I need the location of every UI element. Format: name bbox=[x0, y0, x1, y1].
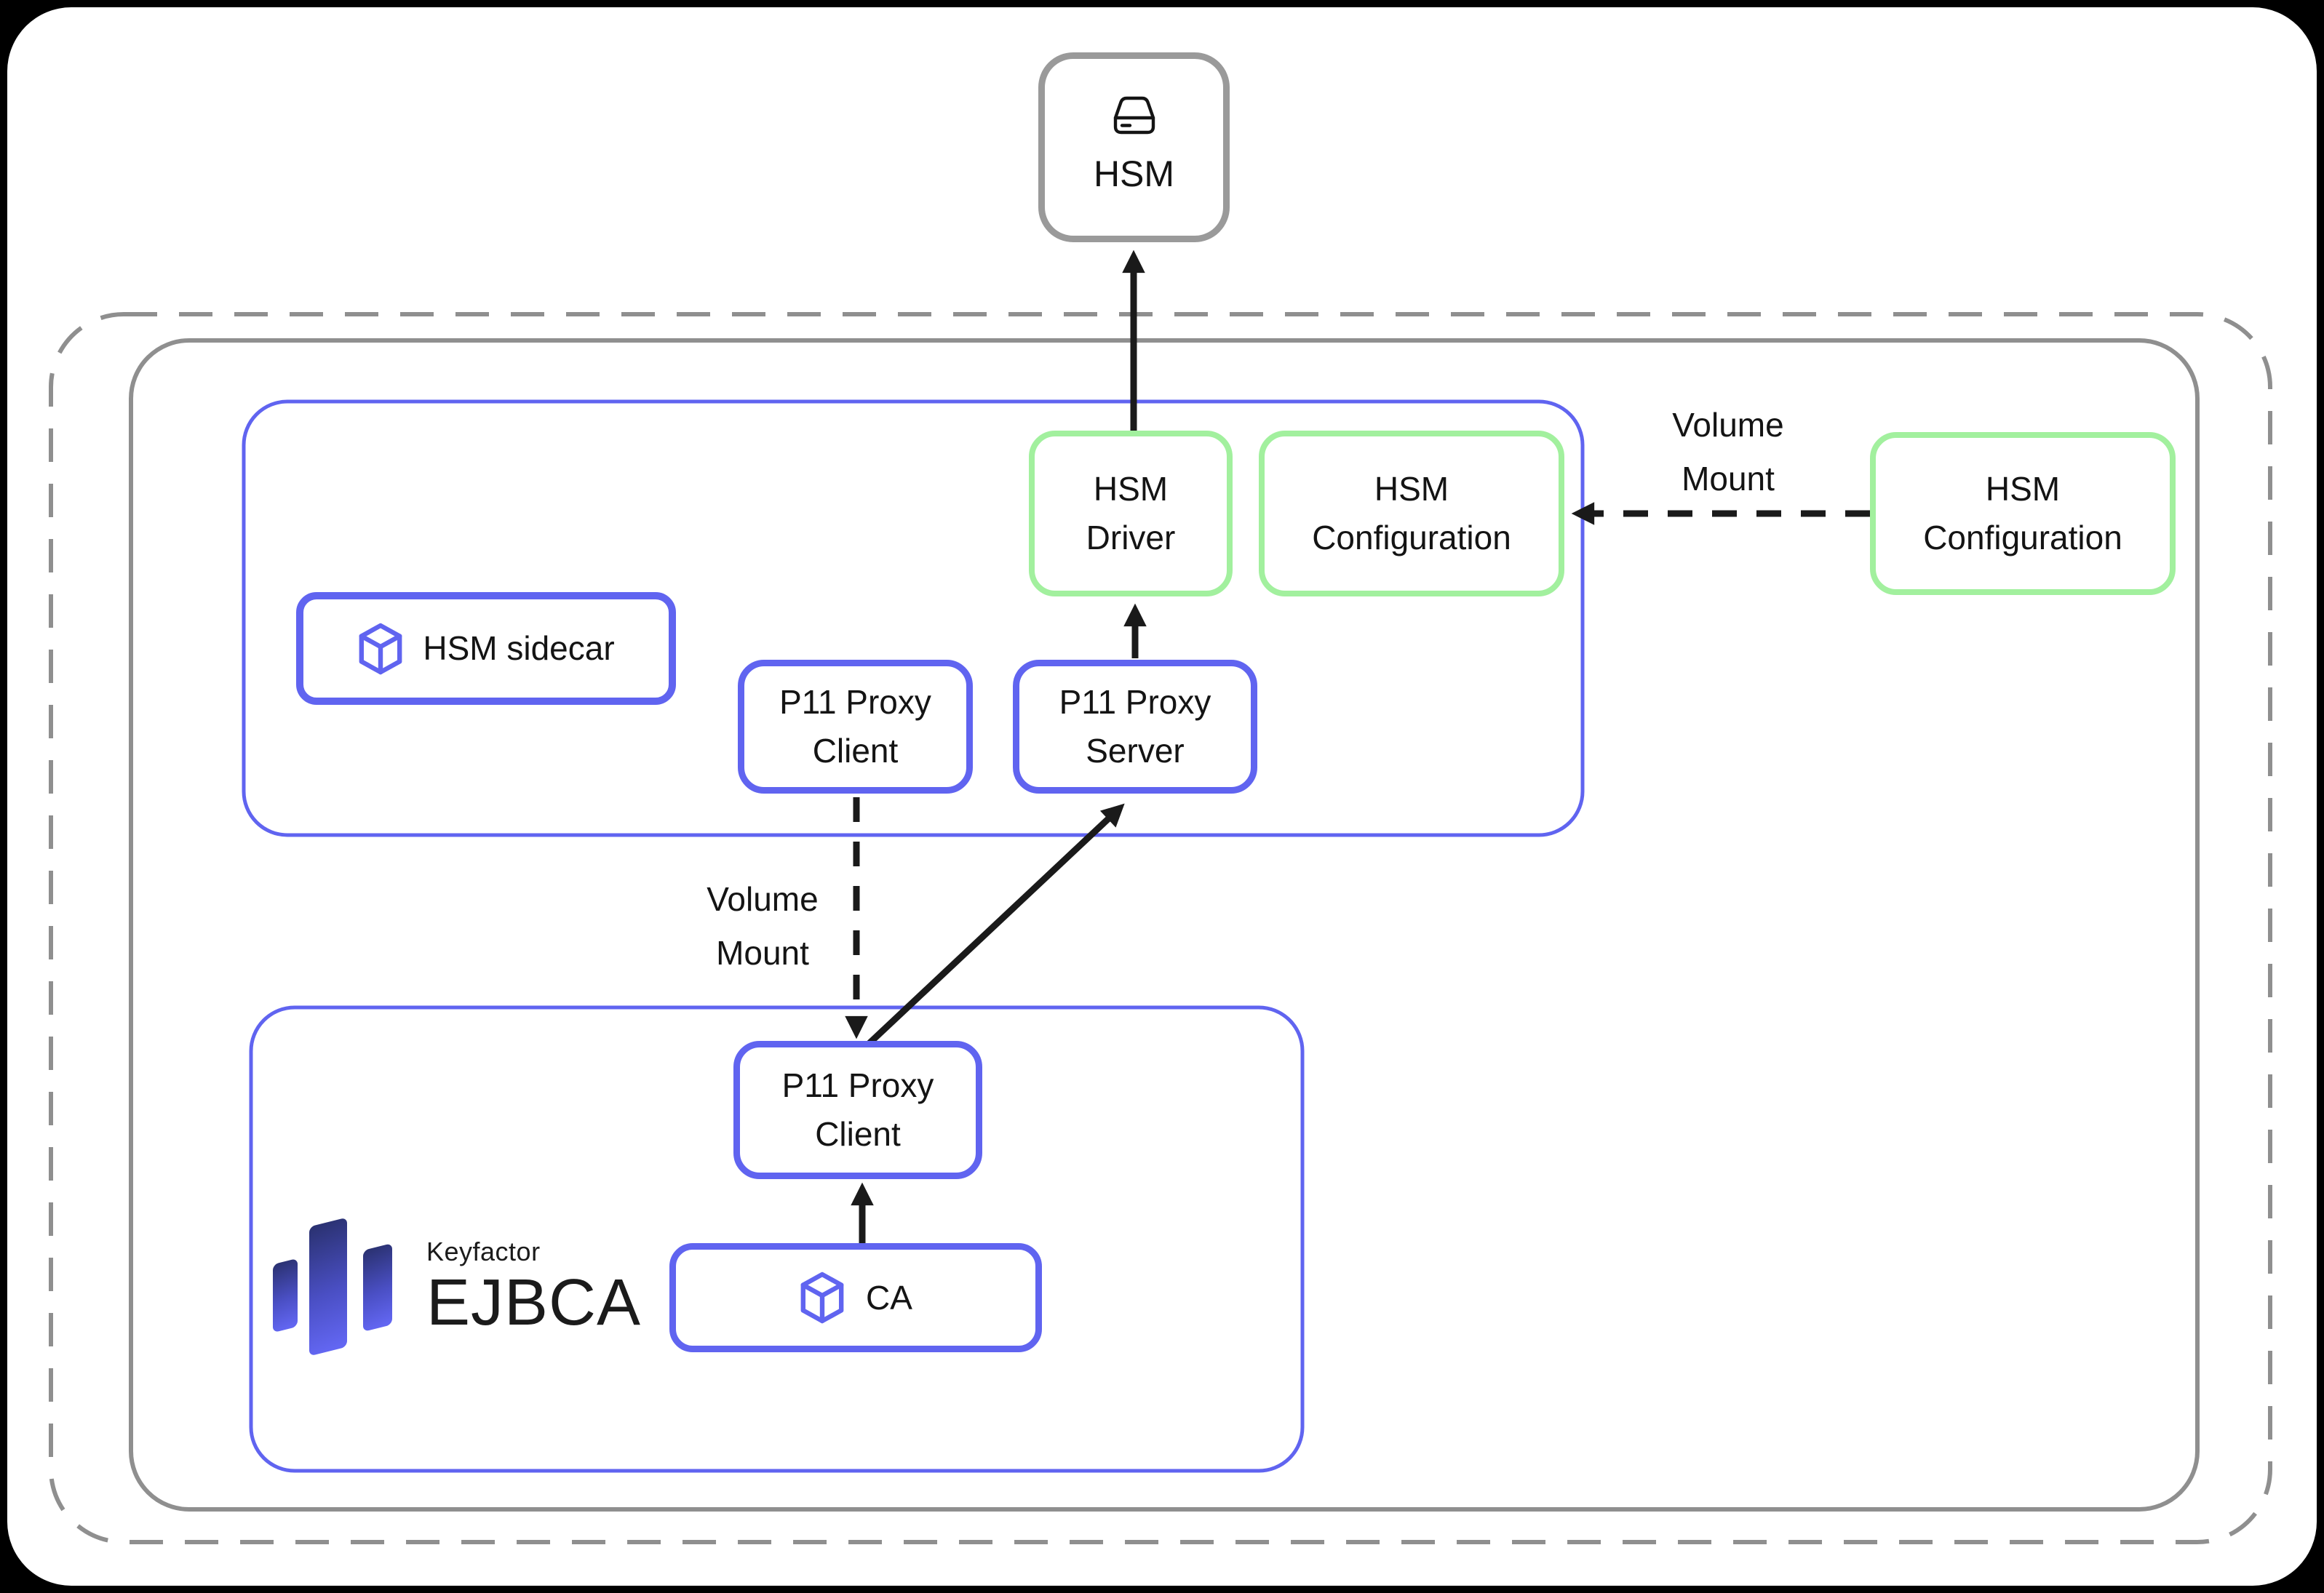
hsm-configuration-sidecar-box: HSM Configuration bbox=[1259, 431, 1564, 596]
cube-icon bbox=[800, 1271, 844, 1324]
hsm-node-label: HSM bbox=[1093, 153, 1175, 195]
logo-bar bbox=[363, 1243, 392, 1332]
volume-mount-label-bottom: Volume Mount bbox=[707, 880, 819, 972]
cluster-dashed-boundary bbox=[49, 312, 2272, 1544]
hsm-sidecar-pod-boundary bbox=[242, 399, 1585, 837]
p11-proxy-client-ejbca-label: P11 Proxy Client bbox=[781, 1066, 934, 1153]
ca-label: CA bbox=[866, 1278, 912, 1317]
p11-proxy-client-sidecar-label: P11 Proxy Client bbox=[779, 683, 931, 770]
volume-mount-label-top: Volume Mount bbox=[1672, 406, 1784, 498]
diagram-background bbox=[7, 7, 2317, 1586]
logo-product-text: EJBCA bbox=[426, 1266, 642, 1339]
node-solid-boundary bbox=[129, 338, 2200, 1512]
hsm-sidecar-label: HSM sidecar bbox=[423, 629, 615, 668]
logo-brand-text: Keyfactor bbox=[426, 1237, 541, 1266]
hsm-driver-label: HSM Driver bbox=[1086, 470, 1176, 556]
hsm-configuration-sidecar-label: HSM Configuration bbox=[1312, 470, 1511, 556]
keyfactor-ejbca-logo: Keyfactor EJBCA bbox=[273, 1216, 641, 1391]
drive-icon bbox=[1113, 97, 1155, 135]
hsm-configuration-external-label: HSM Configuration bbox=[1923, 470, 2122, 556]
logo-bar bbox=[309, 1217, 347, 1357]
p11-proxy-client-ejbca-box: P11 Proxy Client bbox=[733, 1041, 982, 1179]
keyfactor-logo-icon bbox=[273, 1216, 393, 1391]
ca-box: CA bbox=[669, 1243, 1042, 1352]
p11-proxy-client-sidecar-box: P11 Proxy Client bbox=[738, 660, 973, 794]
hsm-configuration-external-box: HSM Configuration bbox=[1870, 432, 2176, 595]
cube-icon bbox=[359, 623, 402, 674]
hsm-sidecar-title-box: HSM sidecar bbox=[296, 592, 676, 705]
p11-proxy-server-label: P11 Proxy Server bbox=[1059, 683, 1211, 770]
logo-bar bbox=[273, 1258, 298, 1333]
arrow-client-to-server bbox=[867, 803, 1125, 1046]
hsm-driver-box: HSM Driver bbox=[1029, 431, 1233, 596]
hsm-node: HSM bbox=[1038, 52, 1230, 242]
ejbca-pod-boundary bbox=[249, 1005, 1305, 1473]
p11-proxy-server-box: P11 Proxy Server bbox=[1013, 660, 1257, 794]
